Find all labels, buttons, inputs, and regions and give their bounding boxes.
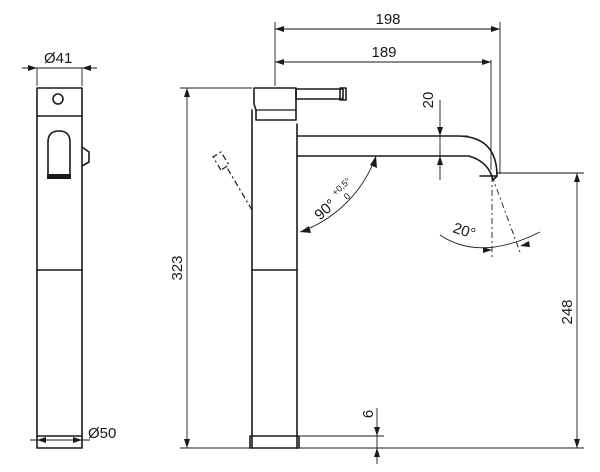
side-view: Ø41 Ø50 bbox=[22, 50, 116, 449]
dim-total-height-arrow-bottom bbox=[184, 439, 190, 448]
dim-spout-height-arrow-bottom bbox=[574, 439, 580, 448]
dim-spout-height-value: 248 bbox=[559, 299, 576, 324]
dim-spout-tilt-line bbox=[491, 175, 521, 253]
side-view-lever-stub bbox=[81, 146, 90, 167]
dim-lever-swing-arc bbox=[299, 155, 377, 233]
side-view-aerator bbox=[47, 174, 71, 179]
dim-base-value: 6 bbox=[360, 410, 377, 418]
side-view-spout-opening bbox=[47, 130, 71, 179]
dim-lever-swing-arrow-top bbox=[370, 156, 377, 168]
dim-total-height-arrow-top bbox=[184, 88, 190, 97]
dim-spout-tilt-arrow-right bbox=[520, 241, 530, 247]
dim-overall-reach-arrow-right bbox=[491, 26, 500, 32]
dimension-annotations: 198 189 20 323 248 6 bbox=[169, 11, 584, 464]
front-view bbox=[212, 87, 498, 449]
dim-spout-tilt-arrow-left bbox=[483, 247, 492, 253]
dim-spout-tilt-value: 20° bbox=[451, 220, 478, 243]
dim-total-height-value: 323 bbox=[169, 255, 186, 280]
dim-lever-swing-angle: 90° bbox=[311, 196, 339, 224]
dim-lever-swing-arrow-bottom bbox=[300, 226, 311, 233]
front-handle-cap bbox=[253, 87, 297, 121]
dim-side-top-arrow-left bbox=[28, 65, 37, 71]
side-view-body bbox=[36, 87, 83, 449]
dim-side-base-arrow-right bbox=[73, 437, 82, 443]
dim-overall-reach-arrow-left bbox=[275, 26, 284, 32]
dim-overall-reach-value: 198 bbox=[375, 11, 400, 28]
dim-base-arrow-top bbox=[374, 427, 380, 436]
front-body-base-ring bbox=[249, 435, 300, 449]
dim-lever-swing-label: 90° +0,5° 0 bbox=[311, 176, 353, 224]
front-lever-swing bbox=[212, 151, 253, 211]
front-spout bbox=[296, 135, 498, 181]
dim-side-base-diameter: Ø50 bbox=[88, 425, 116, 442]
side-view-handle-hole bbox=[52, 93, 64, 105]
dim-side-base-arrow-left bbox=[37, 437, 46, 443]
dim-handle-height-arrow-top bbox=[437, 127, 443, 136]
front-handle-lever bbox=[295, 88, 344, 100]
dim-spout-reach-arrow-right bbox=[482, 59, 491, 65]
dim-handle-height-arrow-bottom bbox=[437, 156, 443, 165]
dim-side-top-diameter: Ø41 bbox=[44, 50, 72, 67]
dim-spout-reach-value: 189 bbox=[371, 44, 396, 61]
dim-lever-swing-tolerance-lower: 0 bbox=[342, 191, 352, 202]
front-handle-lever-tip bbox=[339, 87, 347, 101]
dim-spout-reach-arrow-left bbox=[275, 59, 284, 65]
dim-side-top-arrow-right bbox=[82, 65, 91, 71]
dim-base-arrow-bottom bbox=[374, 448, 380, 457]
dim-spout-height-arrow-top bbox=[574, 173, 580, 182]
dim-spout-tilt-arc bbox=[439, 231, 541, 249]
dim-handle-height-value: 20 bbox=[420, 92, 437, 109]
